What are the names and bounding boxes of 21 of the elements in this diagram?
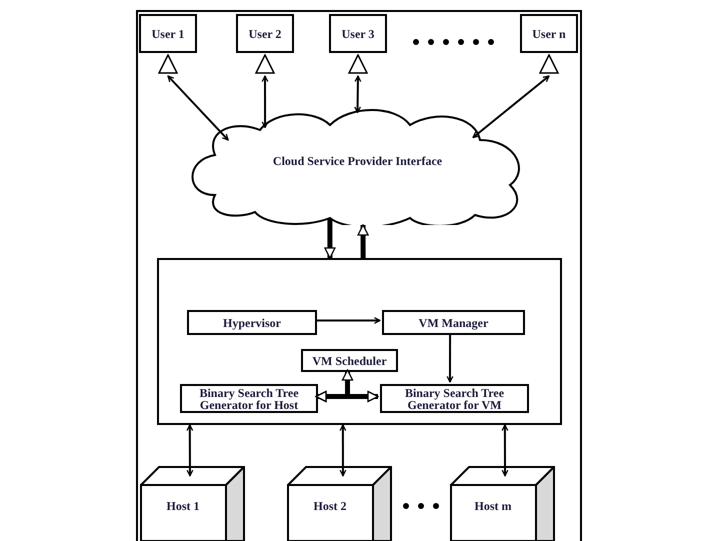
host-label: Host m (474, 498, 512, 515)
cloud-label: Cloud Service Provider Interface (272, 153, 442, 170)
arrow (315, 317, 381, 324)
arrow (472, 75, 550, 138)
process-box: VM Manager (382, 310, 525, 335)
arrow (446, 333, 454, 383)
arrow (186, 424, 194, 476)
host-label: Host 2 (314, 498, 346, 515)
process-box: VM Scheduler (301, 349, 398, 372)
arrow (262, 75, 268, 128)
process-box: Hypervisor (187, 310, 317, 335)
arrow (167, 75, 229, 141)
system-box (157, 258, 562, 425)
arrow (357, 224, 369, 258)
process-box: Binary Search Tree Generator for VM (380, 384, 529, 413)
host-label: Host 1 (166, 498, 200, 515)
arrow (501, 424, 508, 476)
process-box: Binary Search Tree Generator for Host (180, 384, 318, 413)
arrow (339, 424, 346, 476)
arrow (315, 369, 354, 402)
arrow (354, 75, 362, 114)
